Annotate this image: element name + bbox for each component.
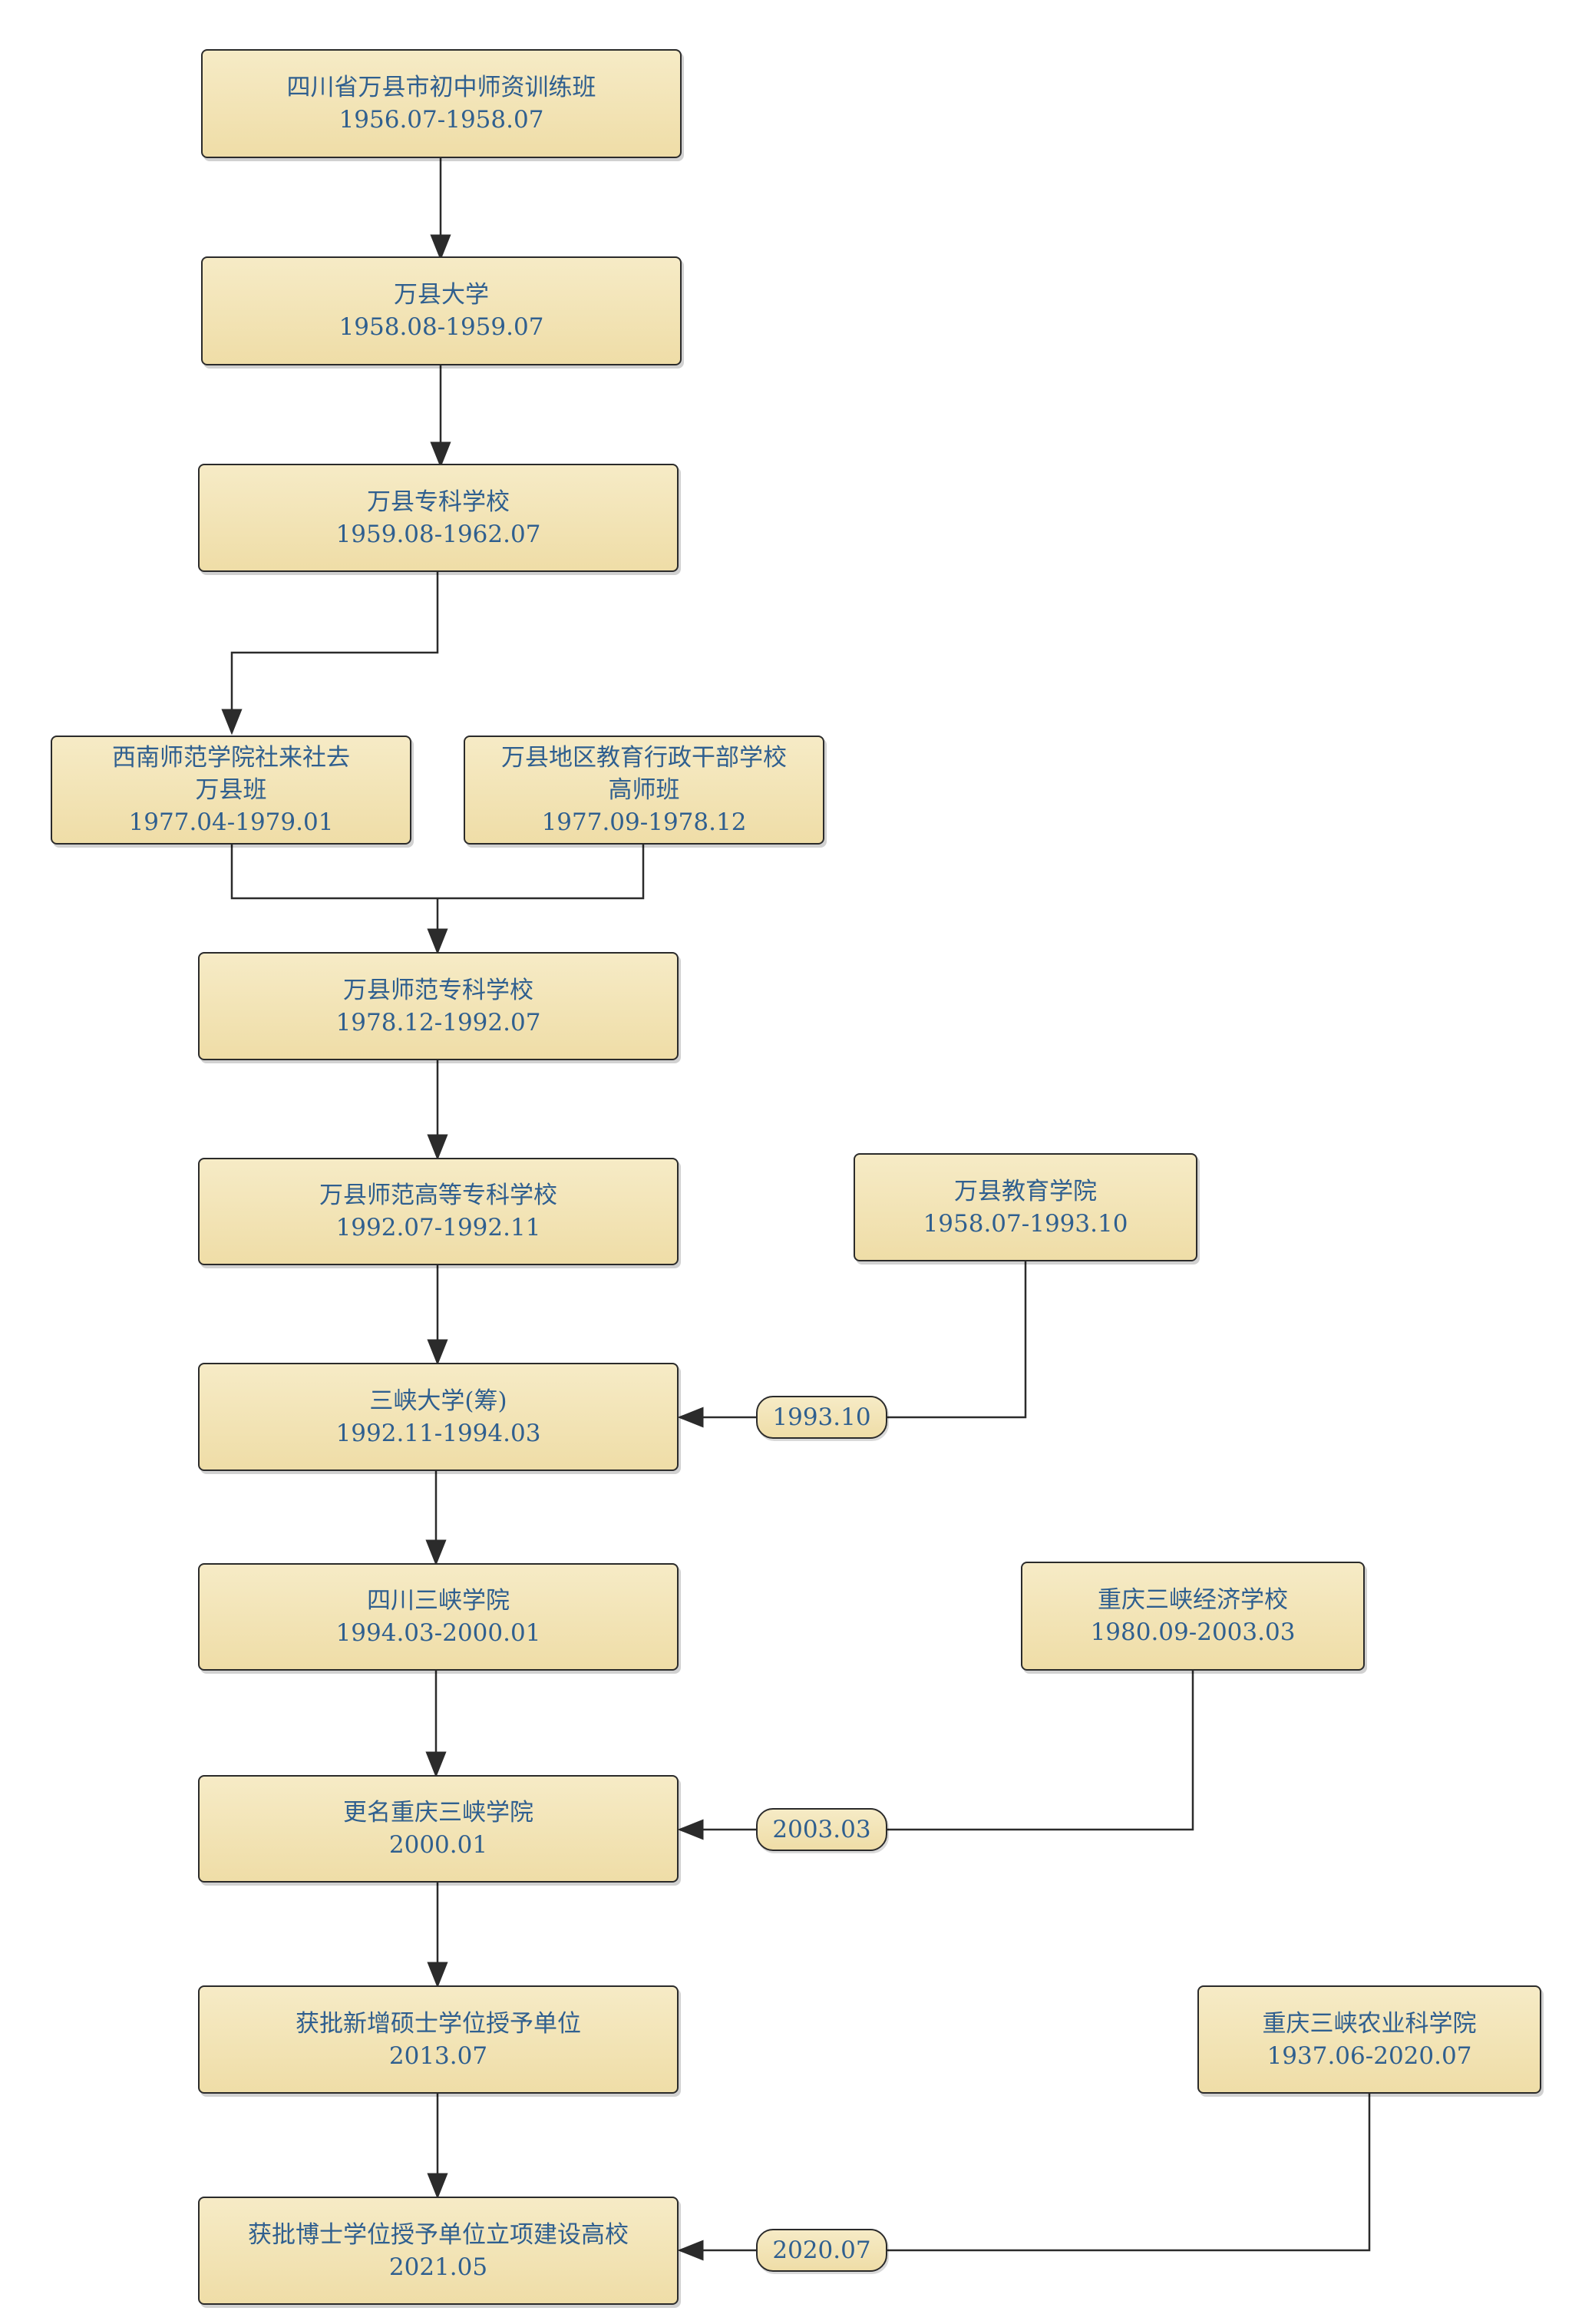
node-dates: 2013.07 bbox=[388, 2041, 488, 2070]
node-dates: 2021.05 bbox=[388, 2253, 488, 2281]
node-title: 重庆三峡农业科学院 bbox=[1262, 2009, 1477, 2038]
node-n12: 更名重庆三峡学院 2000.01 bbox=[198, 1775, 679, 1883]
merge-tag-1: 1993.10 bbox=[756, 1396, 887, 1439]
node-n13: 获批新增硕士学位授予单位 2013.07 bbox=[198, 1985, 679, 2094]
node-n9: 三峡大学(筹) 1992.11-1994.03 bbox=[198, 1363, 679, 1471]
node-title: 四川三峡学院 bbox=[367, 1587, 510, 1615]
node-title: 万县大学 bbox=[394, 281, 489, 309]
connector-n11-tag2 bbox=[887, 1671, 1194, 1831]
node-title: 三峡大学(筹) bbox=[369, 1387, 507, 1415]
node-title: 获批新增硕士学位授予单位 bbox=[296, 2009, 581, 2038]
connector-n3-n4 bbox=[221, 572, 439, 736]
merge-date: 2003.03 bbox=[772, 1816, 871, 1843]
node-dates: 1978.12-1992.07 bbox=[335, 1008, 541, 1036]
node-dates: 1956.07-1958.07 bbox=[339, 106, 544, 134]
merge-date: 1993.10 bbox=[772, 1403, 871, 1431]
node-dates: 1958.08-1959.07 bbox=[339, 313, 544, 341]
node-title: 万县专科学校 bbox=[367, 488, 510, 516]
node-dates: 1937.06-2020.07 bbox=[1267, 2041, 1472, 2070]
node-dates: 1977.09-1978.12 bbox=[541, 808, 747, 836]
node-n11: 重庆三峡经济学校 1980.09-2003.03 bbox=[1021, 1562, 1365, 1671]
node-title: 更名重庆三峡学院 bbox=[343, 1799, 533, 1826]
node-n5: 万县地区教育行政干部学校 高师班 1977.09-1978.12 bbox=[464, 736, 824, 845]
node-title: 重庆三峡经济学校 bbox=[1098, 1586, 1288, 1614]
node-dates: 1958.07-1993.10 bbox=[923, 1209, 1128, 1238]
node-dates: 1992.07-1992.11 bbox=[335, 1214, 541, 1241]
connector-n14-tag3 bbox=[887, 2094, 1371, 2252]
node-n10: 四川三峡学院 1994.03-2000.01 bbox=[198, 1563, 679, 1671]
node-title-line2: 高师班 bbox=[608, 776, 680, 804]
node-title: 万县师范专科学校 bbox=[343, 976, 533, 1004]
node-n6: 万县师范专科学校 1978.12-1992.07 bbox=[198, 952, 679, 1060]
connector-n8-tag1 bbox=[887, 1261, 1027, 1419]
node-n1: 四川省万县市初中师资训练班 1956.07-1958.07 bbox=[201, 49, 682, 158]
node-title: 万县教育学院 bbox=[954, 1177, 1097, 1205]
node-n14: 重庆三峡农业科学院 1937.06-2020.07 bbox=[1197, 1985, 1541, 2094]
node-title-line2: 万县班 bbox=[195, 776, 267, 804]
node-n4: 西南师范学院社来社去 万县班 1977.04-1979.01 bbox=[51, 736, 411, 845]
node-dates: 1994.03-2000.01 bbox=[335, 1619, 541, 1647]
node-n8: 万县教育学院 1958.07-1993.10 bbox=[854, 1153, 1197, 1261]
node-n2: 万县大学 1958.08-1959.07 bbox=[201, 256, 682, 365]
node-dates: 1959.08-1962.07 bbox=[335, 520, 541, 548]
node-n7: 万县师范高等专科学校 1992.07-1992.11 bbox=[198, 1158, 679, 1265]
merge-tag-3: 2020.07 bbox=[756, 2229, 887, 2272]
node-title: 万县地区教育行政干部学校 bbox=[501, 744, 787, 772]
node-title: 四川省万县市初中师资训练班 bbox=[286, 74, 596, 101]
node-dates: 2000.01 bbox=[388, 1831, 488, 1859]
node-title: 西南师范学院社来社去 bbox=[112, 744, 350, 772]
node-dates: 1977.04-1979.01 bbox=[128, 808, 334, 836]
node-title: 获批博士学位授予单位立项建设高校 bbox=[248, 2220, 629, 2249]
node-dates: 1980.09-2003.03 bbox=[1090, 1618, 1296, 1646]
node-title: 万县师范高等专科学校 bbox=[319, 1182, 557, 1209]
node-dates: 1992.11-1994.03 bbox=[335, 1419, 541, 1447]
node-n15: 获批博士学位授予单位立项建设高校 2021.05 bbox=[198, 2197, 679, 2305]
node-n3: 万县专科学校 1959.08-1962.07 bbox=[198, 464, 679, 572]
merge-tag-2: 2003.03 bbox=[756, 1808, 887, 1851]
merge-date: 2020.07 bbox=[772, 2236, 871, 2264]
connector-n4-merge bbox=[230, 845, 645, 900]
